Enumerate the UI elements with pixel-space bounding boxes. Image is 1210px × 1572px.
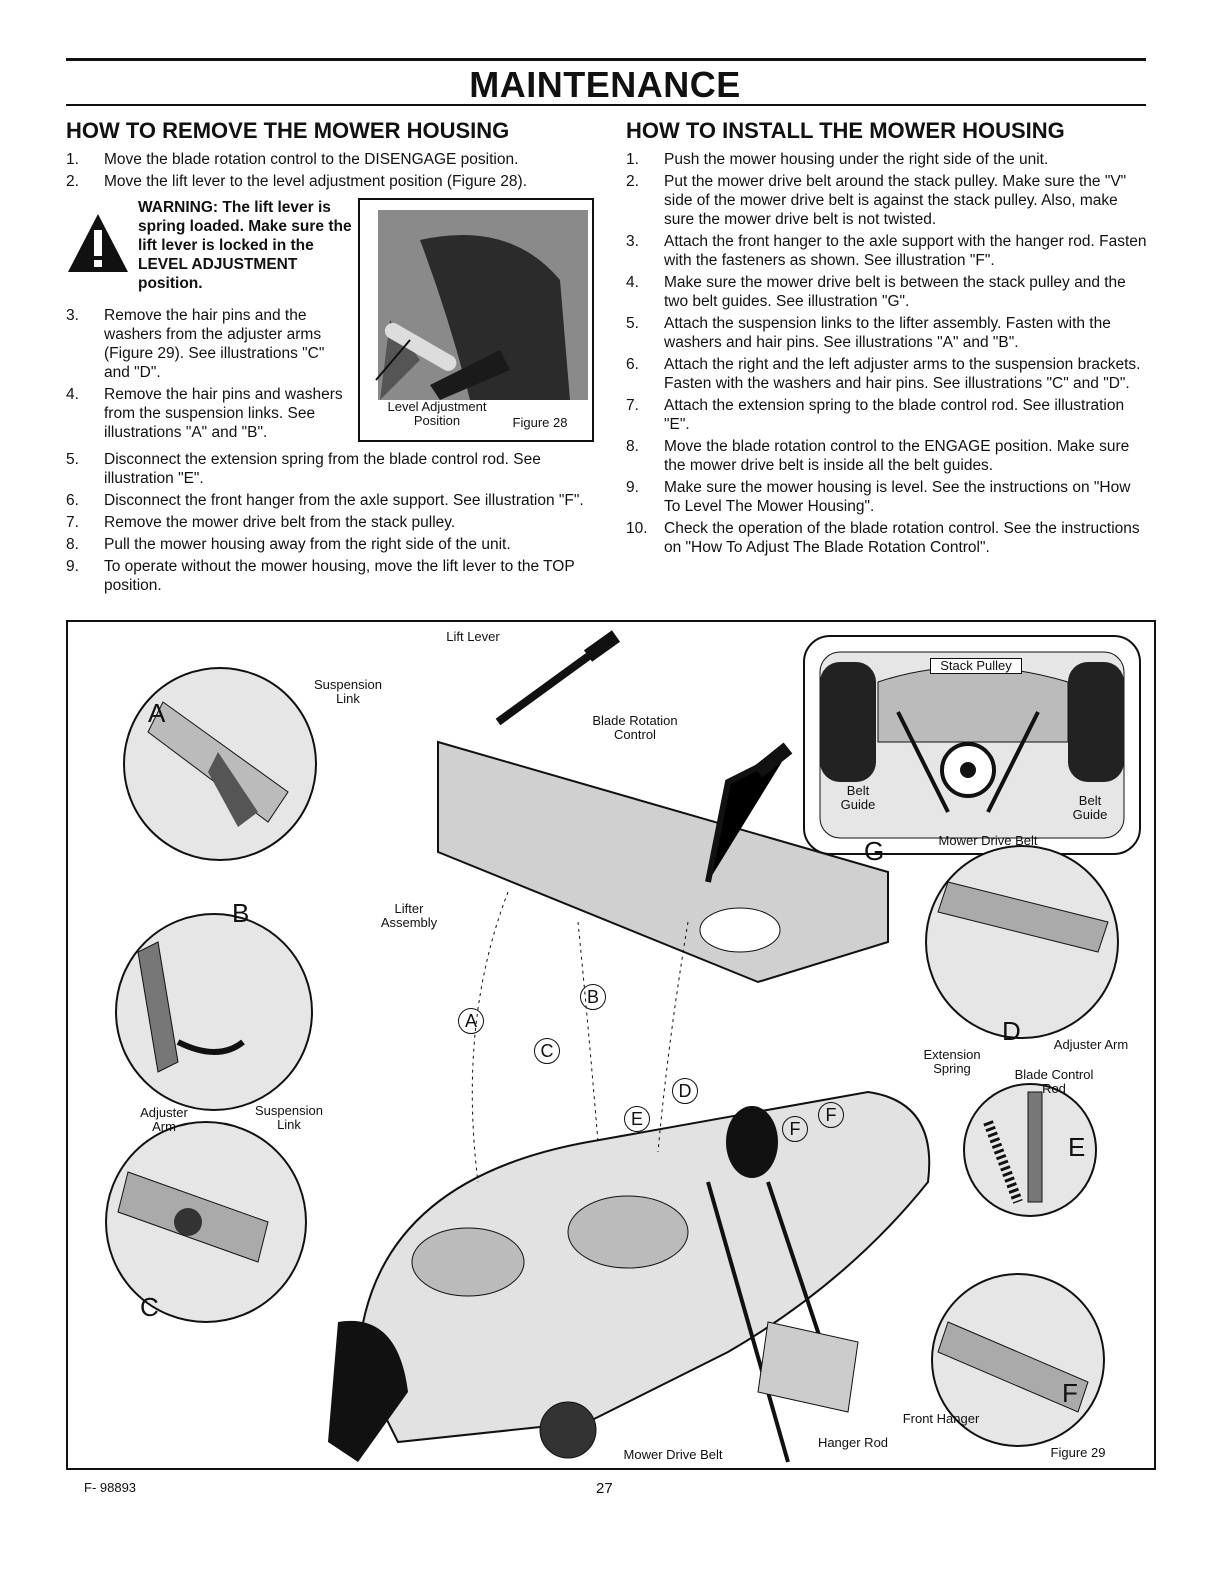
adjuster-arm-c-label: Adjuster Arm — [140, 1105, 188, 1134]
warning-icon — [68, 214, 128, 272]
list-item: 9.Make sure the mower housing is level. … — [626, 479, 1131, 515]
figure-29: Lift Lever Suspension Link Blade Rotatio… — [66, 620, 1156, 1470]
blade-rotation-control-label: Blade Rotation Control — [592, 713, 678, 742]
page-number: 27 — [596, 1480, 613, 1497]
list-item: 5.Disconnect the extension spring from t… — [66, 451, 541, 487]
page-title: MAINTENANCE — [469, 64, 741, 105]
warning-text: WARNING: The lift lever is spring loaded… — [138, 199, 352, 292]
mower-assembly-illustration — [105, 630, 1141, 1463]
callout-b: B — [232, 898, 250, 928]
remove-steps-bottom: 5.Disconnect the extension spring from t… — [66, 450, 596, 598]
list-item: 5.Attach the suspension links to the lif… — [626, 315, 1111, 351]
circled-d: D — [672, 1078, 698, 1104]
list-item: 1.Push the mower housing under the right… — [626, 151, 1049, 168]
callout-e: E — [1068, 1132, 1086, 1162]
adjuster-arm-d-label: Adjuster Arm — [1053, 1037, 1129, 1052]
remove-steps-mid: 3.Remove the hair pins and the washers f… — [66, 306, 354, 445]
figure-28-caption: Figure 28 — [512, 415, 568, 430]
lifter-assembly-label: Lifter Assembly — [380, 901, 438, 930]
callout-g: G — [864, 836, 885, 866]
figure-29-caption: Figure 29 — [1050, 1445, 1106, 1460]
list-item: 4.Remove the hair pins and washers from … — [66, 386, 343, 441]
bottom-rule — [66, 1468, 1146, 1470]
callout-c: C — [140, 1292, 159, 1322]
figure-28: Level Adjustment Position Figure 28 — [358, 198, 594, 442]
hanger-rod-label: Hanger Rod — [817, 1435, 889, 1450]
callout-f: F — [1062, 1378, 1078, 1408]
lift-lever-photo — [375, 210, 588, 400]
extension-spring-label: Extension Spring — [923, 1047, 981, 1076]
list-item: 6.Disconnect the front hanger from the a… — [66, 492, 584, 509]
stack-pulley-label: Stack Pulley — [930, 658, 1022, 674]
circled-c: C — [534, 1038, 560, 1064]
list-item: 4.Make sure the mower drive belt is betw… — [626, 274, 1126, 310]
warning-block: WARNING: The lift lever is spring loaded… — [66, 198, 356, 293]
install-heading: HOW TO INSTALL THE MOWER HOUSING — [626, 118, 1065, 143]
belt-guide-right-label: Belt Guide — [1072, 793, 1108, 822]
circled-f-2: F — [818, 1102, 844, 1128]
list-item: 10.Check the operation of the blade rota… — [626, 520, 1140, 556]
lift-lever-label: Lift Lever — [446, 629, 500, 644]
list-item: 9.To operate without the mower housing, … — [66, 558, 575, 594]
callout-a: A — [148, 698, 166, 728]
suspension-link-b-label: Suspension Link — [255, 1103, 323, 1132]
list-item: 7.Remove the mower drive belt from the s… — [66, 514, 456, 531]
mower-drive-belt-g-label: Mower Drive Belt — [938, 833, 1038, 848]
list-item: 1.Move the blade rotation control to the… — [66, 151, 519, 168]
circled-b: B — [580, 984, 606, 1010]
circled-a: A — [458, 1008, 484, 1034]
suspension-link-a-label: Suspension Link — [314, 677, 382, 706]
list-item: 8.Pull the mower housing away from the r… — [66, 536, 511, 553]
remove-steps-top: 1.Move the blade rotation control to the… — [66, 150, 596, 194]
top-rule — [66, 58, 1146, 61]
list-item: 6.Attach the right and the left adjuster… — [626, 356, 1141, 392]
callout-d: D — [1002, 1016, 1021, 1046]
circled-e: E — [624, 1106, 650, 1132]
list-item: 7.Attach the extension spring to the bla… — [626, 397, 1125, 433]
blade-control-rod-label: Blade Control Rod — [1014, 1067, 1094, 1096]
front-hanger-label: Front Hanger — [902, 1411, 980, 1426]
mower-drive-belt-label: Mower Drive Belt — [623, 1447, 723, 1462]
list-item: 8.Move the blade rotation control to the… — [626, 438, 1130, 474]
list-item: 2.Move the lift lever to the level adjus… — [66, 173, 528, 190]
belt-guide-left-label: Belt Guide — [840, 783, 876, 812]
circled-f-1: F — [782, 1116, 808, 1142]
remove-heading: HOW TO REMOVE THE MOWER HOUSING — [66, 118, 510, 143]
list-item: 2.Put the mower drive belt around the st… — [626, 173, 1127, 228]
list-item: 3.Remove the hair pins and the washers f… — [66, 307, 325, 381]
title-underline — [66, 104, 1146, 106]
install-steps: 1.Push the mower housing under the right… — [626, 150, 1150, 560]
document-code: F- 98893 — [84, 1480, 137, 1495]
level-adjustment-label: Level Adjustment Position — [387, 399, 487, 428]
list-item: 3.Attach the front hanger to the axle su… — [626, 233, 1147, 269]
